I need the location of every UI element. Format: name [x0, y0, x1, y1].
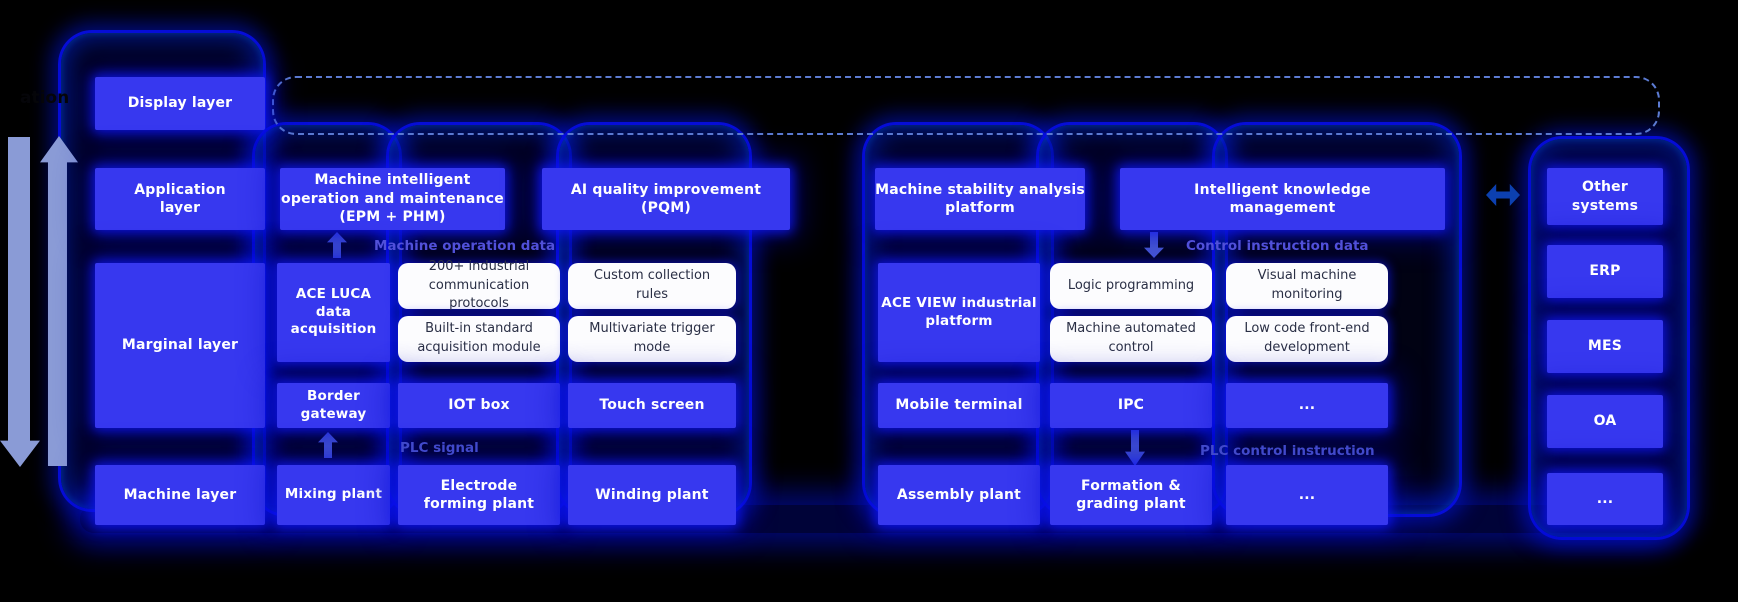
down-arrow-icon: [0, 137, 40, 467]
marginal-box-ace-view: ACE VIEW industrial platform: [878, 263, 1040, 362]
external-box-mes: MES: [1547, 320, 1663, 373]
feature-box-automated-control: Machine automated control: [1050, 316, 1212, 362]
device-box-ipc: IPC: [1050, 383, 1212, 428]
feature-box-multivariate-trigger: Multivariate trigger mode: [568, 316, 736, 362]
app-box-stability-platform: Machine stability analysis platform: [875, 168, 1085, 230]
external-box-ellipsis: ...: [1547, 473, 1663, 525]
app-box-knowledge-management: Intelligent knowledge management: [1120, 168, 1445, 230]
layer-label-application: Application layer: [95, 168, 265, 230]
feature-box-protocols: 200+ industrial communication protocols: [398, 259, 560, 311]
app-box-epm-phm: Machine intelligent operation and mainte…: [280, 168, 505, 230]
external-box-other-systems: Other systems: [1547, 168, 1663, 225]
layer-label-display: Display layer: [95, 77, 265, 130]
machine-box-electrode-forming: Electrode forming plant: [398, 465, 560, 525]
device-box-border-gateway: Border gateway: [277, 383, 390, 428]
external-box-oa: OA: [1547, 395, 1663, 448]
machine-box-winding-plant: Winding plant: [568, 465, 736, 525]
machine-box-assembly-plant: Assembly plant: [878, 465, 1040, 525]
feature-box-visual-monitoring: Visual machine monitoring: [1226, 263, 1388, 309]
device-box-ellipsis: ...: [1226, 383, 1388, 428]
machine-box-mixing-plant: Mixing plant: [277, 465, 390, 525]
machine-box-ellipsis: ...: [1226, 465, 1388, 525]
clipped-edge-label: ation: [20, 88, 70, 108]
machine-operation-data-label: Machine operation data: [374, 238, 556, 254]
left-right-arrow-icon: [1486, 184, 1520, 206]
feature-box-custom-rules: Custom collection rules: [568, 263, 736, 309]
feature-box-builtin-module: Built-in standard acquisition module: [398, 316, 560, 362]
external-box-erp: ERP: [1547, 245, 1663, 298]
device-box-iot-box: IOT box: [398, 383, 560, 428]
layer-label-machine: Machine layer: [95, 465, 265, 525]
app-box-pqm: AI quality improvement (PQM): [542, 168, 790, 230]
plc-control-instruction-label: PLC control instruction: [1200, 443, 1375, 459]
layer-label-marginal: Marginal layer: [95, 263, 265, 428]
control-instruction-data-label: Control instruction data: [1186, 238, 1369, 254]
marginal-box-ace-luca: ACE LUCA data acquisition: [277, 263, 390, 362]
device-box-mobile-terminal: Mobile terminal: [878, 383, 1040, 428]
display-layer-dashed-region: [272, 76, 1660, 135]
feature-box-logic-programming: Logic programming: [1050, 263, 1212, 309]
feature-box-lowcode-dev: Low code front-end development: [1226, 316, 1388, 362]
machine-box-formation-grading: Formation & grading plant: [1050, 465, 1212, 525]
device-box-touch-screen: Touch screen: [568, 383, 736, 428]
plc-signal-label: PLC signal: [400, 440, 479, 456]
